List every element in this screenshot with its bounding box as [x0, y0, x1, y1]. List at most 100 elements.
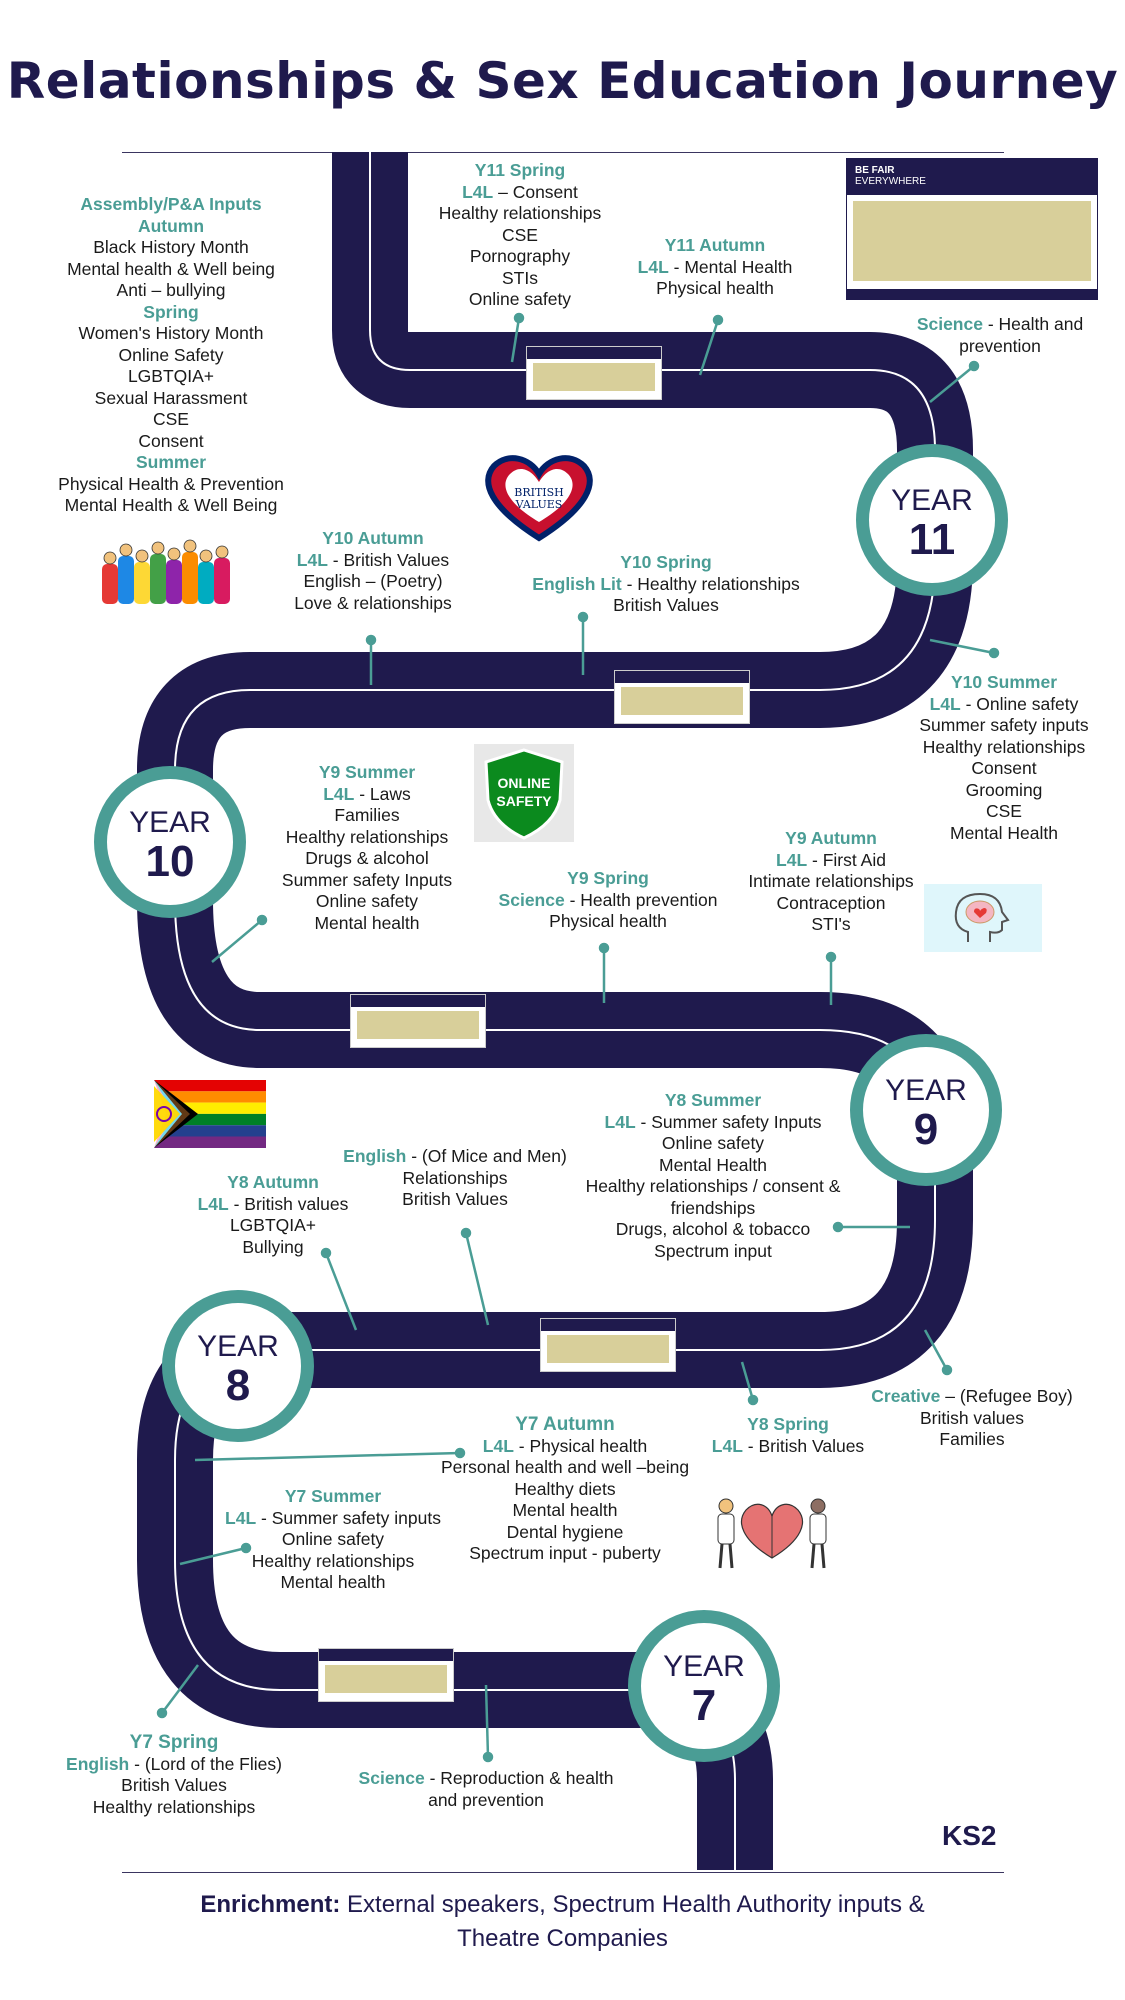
subject-label: Creative [871, 1386, 941, 1406]
y10-summer: Y10 Summer L4L - Online safety Summer sa… [904, 672, 1104, 844]
list-item: Consent [512, 181, 578, 202]
shield-icon: ONLINE SAFETY [484, 748, 564, 840]
list-item: Health and [998, 314, 1084, 334]
list-item: Pornography [469, 246, 571, 266]
be-fair-poster [614, 670, 750, 724]
list-item: British Values [402, 1189, 508, 1209]
be-fair-poster [540, 1318, 676, 1372]
title-divider [122, 152, 1004, 153]
term-title: Y8 Autumn [227, 1172, 319, 1192]
list-item: and prevention [428, 1789, 544, 1810]
separator: - [635, 1111, 652, 1132]
subject-label: L4L [637, 256, 669, 277]
separator: – [493, 181, 513, 202]
list-item: (Of Mice and Men) [421, 1146, 567, 1166]
subject-label: L4L [197, 1193, 229, 1214]
list-item: Contraception [776, 892, 886, 913]
y11-autumn: Y11 Autumn L4L - Mental Health Physical … [620, 235, 810, 300]
subject-label: Science [498, 889, 565, 910]
separator: - [354, 783, 370, 804]
subject-label: L4L [462, 181, 494, 202]
separator: - [668, 256, 685, 277]
term-title: Y9 Spring [567, 868, 649, 888]
list-item: Consent [971, 758, 1037, 778]
list-item: Mental Health [684, 256, 793, 277]
subject-label: English Lit [532, 573, 622, 594]
separator: - [406, 1146, 422, 1166]
separator: – [940, 1386, 960, 1406]
assembly-heading: Assembly/P&A Inputs [80, 194, 262, 214]
subject-label: L4L [929, 693, 961, 714]
list-item: STIs [502, 267, 538, 288]
term-spring: Spring [143, 301, 199, 322]
enrichment-text: Theatre Companies [457, 1925, 668, 1952]
separator: - [621, 573, 638, 594]
list-item: Physical Health & Prevention [58, 473, 284, 494]
separator: - [742, 1435, 759, 1456]
year-label: YEAR [885, 1074, 967, 1107]
separator: - [327, 549, 344, 570]
list-item: Mental health [280, 1572, 386, 1592]
subject-label: L4L [296, 549, 328, 570]
list-item: Drugs & alcohol [305, 848, 429, 868]
list-item: (Lord of the Flies) [144, 1753, 282, 1774]
list-item: Physical health [529, 1435, 648, 1456]
poster-brand-sub: EVERYWHERE [855, 176, 926, 187]
list-item: Families [939, 1429, 1005, 1449]
list-item: Physical health [656, 278, 774, 298]
subject-label: L4L [604, 1111, 636, 1132]
list-item: Mental Health & Well Being [64, 495, 278, 515]
term-title: Y7 Summer [284, 1486, 382, 1506]
separator: - [513, 1435, 530, 1456]
list-item: prevention [959, 335, 1041, 356]
list-item: (Refugee Boy) [959, 1386, 1073, 1406]
term-title: Y10 Autumn [322, 528, 424, 548]
year-10-marker: YEAR 10 [94, 766, 246, 918]
list-item: Relationships [402, 1167, 508, 1188]
footer-divider [122, 1872, 1004, 1873]
separator: - [424, 1768, 441, 1788]
list-item: Intimate relationships [748, 871, 914, 891]
list-item: CSE [986, 801, 1022, 821]
term-title: Y11 Spring [474, 160, 566, 180]
y8-english: English - (Of Mice and Men) Relationship… [330, 1146, 580, 1211]
year-7-marker: YEAR 7 [628, 1610, 780, 1762]
mental-health-icon [924, 884, 1042, 952]
separator: - [129, 1753, 145, 1774]
separator: - [960, 693, 977, 714]
list-item: British Values [121, 1775, 227, 1795]
relationships-puzzle-icon [717, 1498, 827, 1569]
term-title: Y8 Summer [664, 1090, 762, 1110]
term-title: Y9 Autumn [785, 828, 877, 848]
y8-spring: Y8 Spring L4L - British Values [698, 1414, 878, 1457]
list-item: Healthy relationships [922, 736, 1086, 757]
enrichment-text: External speakers, Spectrum Health Autho… [347, 1891, 925, 1918]
year-number: 10 [145, 837, 195, 886]
subject-label: L4L [323, 783, 355, 804]
year-number: 11 [908, 515, 956, 564]
year-number: 8 [225, 1361, 251, 1410]
term-title: Y10 Summer [950, 672, 1058, 692]
subject-label: L4L [482, 1435, 514, 1456]
list-item: friendships [670, 1197, 756, 1218]
year-8-marker: YEAR 8 [162, 1290, 314, 1442]
subject-label: Science [916, 314, 983, 334]
list-item: LGBTQIA+ [229, 1215, 317, 1235]
list-item: Drugs, alcohol & tobacco [615, 1219, 811, 1239]
list-item: Grooming [965, 779, 1043, 800]
y9-summer: Y9 Summer L4L - Laws Families Healthy re… [262, 762, 472, 934]
y7-spring: Y7 Spring English - (Lord of the Flies) … [54, 1732, 294, 1818]
term-title: Y7 Spring [129, 1732, 219, 1753]
list-item: Healthy relationships [637, 573, 800, 594]
y8-autumn: Y8 Autumn L4L - British values LGBTQIA+ … [178, 1172, 368, 1258]
list-item: Mental Health [950, 822, 1058, 843]
list-item: Families [334, 805, 400, 825]
list-item: Summer safety Inputs [281, 869, 453, 890]
term-title: Y9 Summer [318, 762, 416, 782]
key-stage-label: KS2 [942, 1820, 997, 1851]
list-item: Anti – bullying [116, 280, 226, 300]
list-item: Online safety [281, 1529, 385, 1549]
head-brain-icon [954, 892, 1010, 942]
progress-pride-flag-icon [154, 1080, 266, 1148]
y7-summer: Y7 Summer L4L - Summer safety inputs Onl… [218, 1486, 448, 1594]
